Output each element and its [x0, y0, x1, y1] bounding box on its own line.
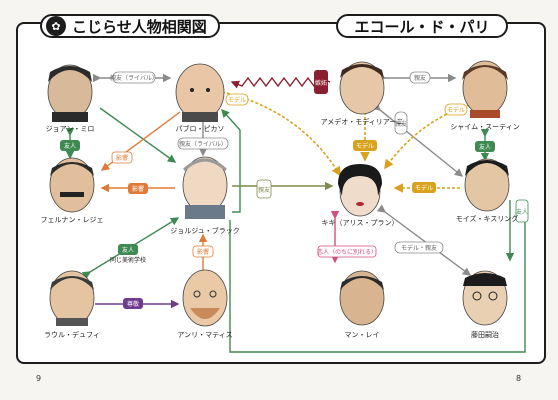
portrait-soutine: [462, 60, 508, 118]
name-matisse: アンリ・マティス: [177, 331, 233, 339]
label-rival-picasso-braque: 親友（ライバル）: [179, 140, 227, 148]
portrait-kiki: [338, 164, 382, 217]
edge-labels: 親友（ライバル） 親友 親友（ライバル） 親友 友人 友人 同じ美術学校 友人 …: [60, 70, 529, 309]
label-yujin-soutine-kisling: 友人: [479, 143, 491, 151]
label-respect: 尊敬: [127, 300, 139, 308]
name-dufy: ラウル・デュフィ: [44, 331, 100, 339]
label-model-picasso: モデル: [228, 96, 246, 104]
name-modigliani: アメデオ・モディリアーニ: [320, 118, 404, 126]
edge-modigliani-picasso-jealous: [230, 76, 331, 89]
portrait-leger: [49, 157, 95, 213]
title-badge-left: ✿ こじらせ人物相関図: [40, 14, 220, 38]
label-yujin-kisling-foujita: 友人: [516, 208, 528, 216]
label-jealous: 嫉妬: [315, 79, 327, 87]
label-yujin-miro-leger: 友人: [64, 142, 76, 150]
edge-loop-bottom: [229, 200, 526, 353]
label-friend-modigliani-soutine: 親友: [414, 74, 426, 82]
portrait-picasso: [175, 63, 225, 122]
edge-braque-picasso-green: [221, 108, 241, 213]
title-badge-right: エコール・ド・パリ: [336, 14, 508, 38]
portrait-kisling: [464, 158, 510, 212]
bear-logo-icon: ✿: [46, 16, 66, 36]
label-influence-matisse-braque: 影響: [197, 248, 209, 256]
edge-modigliani-kisling: [371, 102, 464, 177]
label-model-soutine: モデル: [447, 106, 465, 114]
label-friend-modigliani-kisling: 親友: [395, 120, 407, 128]
name-picasso: パブロ・ピカソ: [175, 125, 225, 133]
edge-picasso-kiki-model: [221, 91, 341, 177]
portrait-foujita: [462, 270, 508, 326]
page-title-left: こじらせ人物相関図: [72, 17, 207, 36]
name-manray: マン・レイ: [344, 331, 380, 339]
label-model-modigliani: モデル: [356, 142, 374, 150]
portrait-miro: [47, 64, 93, 122]
name-kiki: キキ（アリス・プラン）: [321, 219, 399, 227]
name-soutine: シャイム・スーティン: [450, 123, 520, 131]
label-lover: 恋人（のちに別れる）: [317, 248, 377, 256]
label-influence-picasso-leger: 影響: [116, 154, 128, 162]
label-rival-miro-picasso: 親友（ライバル）: [110, 74, 158, 82]
label-same-school: 同じ美術学校: [110, 256, 146, 264]
label-friend-braque-kiki: 親友: [258, 186, 270, 194]
edge-miro-braque: [99, 107, 177, 163]
name-miro: ジョアン・ミロ: [45, 125, 95, 133]
label-model-friend: モデル・親友: [401, 244, 437, 252]
label-model-kisling: モデル: [415, 184, 433, 192]
page-number-left: 9: [36, 374, 42, 383]
label-influence-braque-leger: 影響: [132, 185, 144, 193]
portrait-matisse: [182, 269, 228, 327]
name-kisling: モイズ・キスリング: [455, 215, 519, 223]
portrait-dufy: [49, 270, 95, 326]
name-braque: ジョルジュ・ブラック: [170, 227, 240, 235]
portraits: [47, 60, 510, 327]
page-number-right: 8: [516, 374, 522, 383]
portrait-manray: [339, 270, 385, 326]
page-title-right: エコール・ド・パリ: [354, 17, 490, 36]
name-foujita: 藤田嗣治: [471, 331, 499, 339]
label-yujin-dufy-braque: 友人: [122, 246, 134, 254]
name-leger: フェルナン・レジェ: [40, 216, 104, 224]
portrait-braque: [182, 156, 228, 219]
portrait-modigliani: [339, 61, 385, 115]
